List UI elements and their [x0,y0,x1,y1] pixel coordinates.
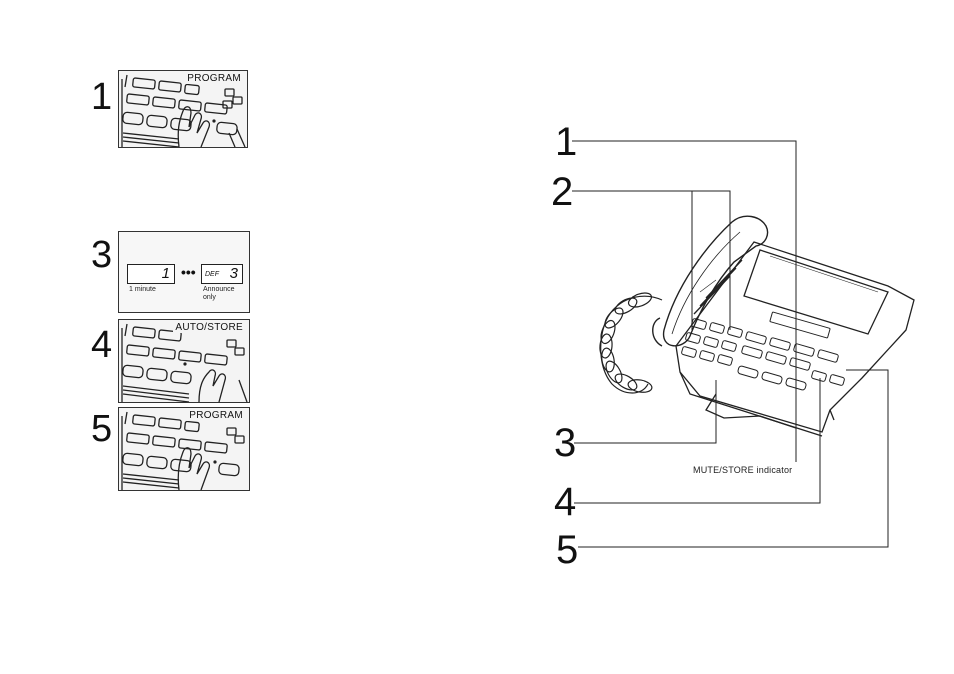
telephone-base-icon [676,242,914,436]
callout-4: 4 [554,482,576,522]
callout-5: 5 [556,530,578,570]
coiled-cord-icon [598,290,662,394]
callout-3: 3 [554,423,576,463]
callout-leader-lines [572,141,888,547]
mute-store-indicator-label: MUTE/STORE indicator [693,465,792,475]
callout-2: 2 [551,172,573,212]
callout-1: 1 [555,122,577,162]
